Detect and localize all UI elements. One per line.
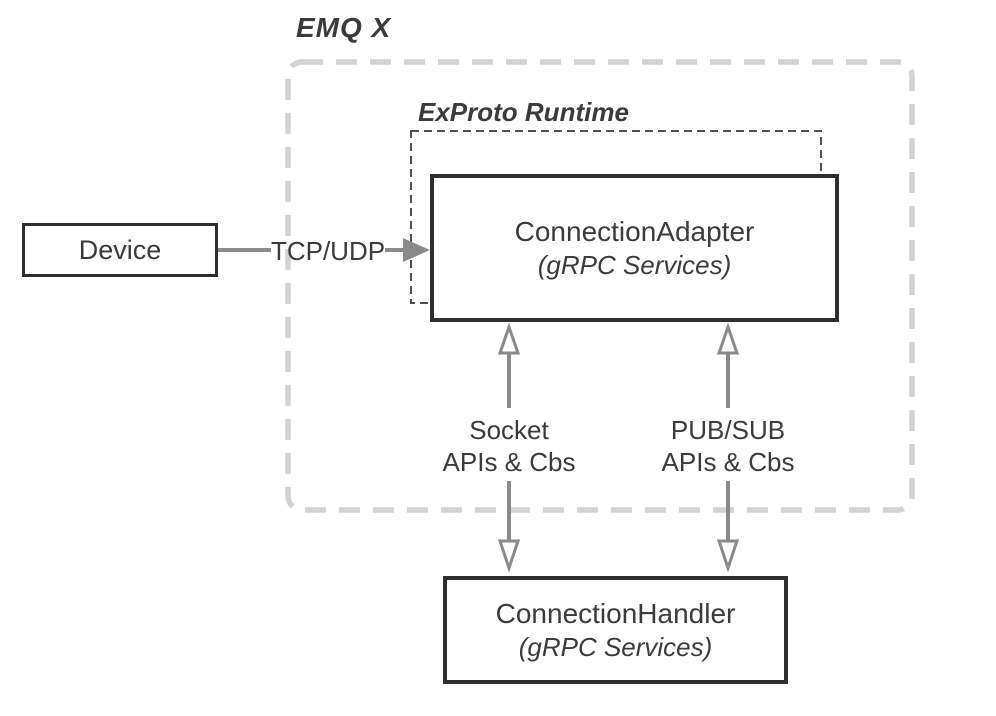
connection-handler-label: ConnectionHandler — [495, 598, 736, 629]
connection-handler-sublabel: (gRPC Services) — [518, 632, 713, 662]
tcp-udp-arrowhead-icon — [403, 238, 430, 262]
socket-edge-label: Socket APIs & Cbs — [429, 414, 589, 478]
connection-adapter-label: ConnectionAdapter — [514, 216, 755, 247]
pubsub-arrowhead-up-icon — [716, 322, 740, 355]
socket-arrowhead-up-icon — [497, 322, 521, 355]
tcp-udp-edge-label: TCP/UDP — [270, 236, 386, 266]
socket-arrowhead-down-icon — [497, 539, 521, 573]
device-node-label: Device — [78, 235, 162, 265]
exproto-runtime-title: ExProto Runtime — [418, 97, 629, 127]
connection-handler-node: ConnectionHandler (gRPC Services) — [443, 576, 788, 684]
socket-edge-label-line1: Socket — [469, 415, 549, 445]
pubsub-edge-label-line2: APIs & Cbs — [661, 447, 795, 477]
connection-adapter-node: ConnectionAdapter (gRPC Services) — [430, 174, 839, 322]
socket-edge-label-line2: APIs & Cbs — [442, 447, 576, 477]
pubsub-edge-label: PUB/SUB APIs & Cbs — [648, 414, 808, 478]
connection-adapter-sublabel: (gRPC Services) — [537, 250, 732, 280]
pubsub-edge-label-line1: PUB/SUB — [670, 415, 786, 445]
emqx-boundary-dashed-rect — [285, 59, 915, 513]
pubsub-arrowhead-down-icon — [716, 539, 740, 573]
emqx-title: EMQ X — [296, 12, 392, 43]
device-node: Device — [22, 223, 218, 277]
